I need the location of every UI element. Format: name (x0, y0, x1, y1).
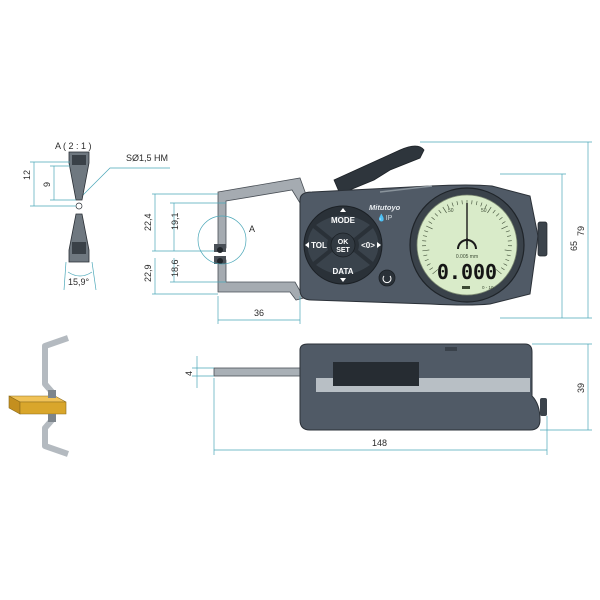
ok-key-label: OK (338, 239, 349, 246)
ok-set-key[interactable] (330, 232, 356, 258)
dial-tick (506, 254, 511, 257)
range-label: 0 - 10 (482, 285, 494, 290)
power-button[interactable] (378, 269, 396, 287)
dim-65-text: 65 (569, 241, 579, 251)
upper-jaw-arm (217, 177, 309, 249)
dial-tick (480, 202, 483, 207)
dial-tick (422, 249, 430, 252)
dim-36-text: 36 (254, 308, 264, 318)
arrow-down-icon (340, 278, 346, 282)
dial-tick (496, 213, 500, 217)
dial-tick (426, 263, 431, 266)
tol-key-label: TOL (311, 241, 327, 250)
dial-tick (434, 213, 438, 217)
lower-anvil-insert (72, 242, 86, 254)
data-key[interactable] (316, 252, 370, 275)
power-icon (382, 275, 392, 284)
tip-spec-label: SØ1,5 HM (126, 153, 168, 163)
zero-key-label: <0> (361, 241, 375, 250)
dim-19-1-text: 19,1 (170, 212, 180, 230)
dial-tick (426, 225, 433, 230)
dial-tick (432, 269, 439, 275)
keypad: MODE DATA TOL <0> OK SET (303, 205, 383, 285)
zero-key[interactable] (358, 228, 379, 262)
detail-callout-label: A (249, 224, 255, 234)
set-key-label: SET (336, 247, 350, 254)
upper-anvil-insert (72, 155, 86, 165)
angle-arc (67, 271, 93, 277)
dial-tick (507, 235, 512, 237)
dial-tick (442, 206, 447, 214)
dial-tick (503, 263, 508, 266)
side-data-button[interactable] (537, 221, 548, 257)
dim-4-text: 4 (184, 371, 194, 376)
dim-148-text: 148 (372, 438, 387, 448)
dial-tick (424, 259, 429, 262)
side-lever (333, 362, 419, 386)
lcd-reading: 0.000 (437, 260, 497, 284)
dim-22-9-text: 22,9 (143, 264, 153, 282)
measuring-illustration (8, 335, 69, 457)
side-view: 4 39 148 (184, 343, 592, 455)
scale-left-label: 50 (448, 208, 454, 214)
side-button-profile (540, 398, 547, 416)
dial-tick (499, 217, 503, 220)
lower-jaw-arm (217, 259, 305, 301)
data-key-label: DATA (332, 267, 353, 276)
side-jaw-bar (213, 367, 311, 377)
dial-tick (431, 217, 435, 220)
lower-anvil-detail (68, 213, 90, 263)
scale-right-label: 50 (481, 208, 487, 214)
dial-tick (451, 202, 454, 207)
dial-tick (447, 204, 450, 209)
dial-tick (487, 206, 492, 214)
dial-tick (505, 230, 510, 233)
dial-tick (423, 254, 428, 257)
workpiece (19, 401, 67, 415)
tip-spec-leader (79, 167, 170, 199)
dial-tick (424, 230, 429, 233)
dial-tick (504, 249, 512, 252)
lift-lever (333, 145, 425, 195)
mode-key[interactable] (316, 215, 370, 239)
dial-tick (456, 201, 459, 206)
battery-icon (462, 286, 470, 289)
dial-tick (422, 235, 427, 237)
dial-tick (484, 204, 487, 209)
angle-text: 15,9° (68, 277, 90, 287)
tip-ball-icon (75, 202, 83, 210)
dial-tick (501, 225, 508, 230)
dial-tick (505, 259, 510, 262)
dial-tick (475, 201, 478, 206)
dial-tick (438, 209, 442, 214)
arrow-right-icon (377, 242, 381, 248)
dial-tick (492, 209, 496, 214)
dial-tick (429, 267, 433, 271)
arrow-up-icon (340, 208, 346, 212)
detail-label: A ( 2 : 1 ) (55, 141, 92, 151)
mode-key-label: MODE (331, 216, 356, 225)
dim-79-text: 79 (576, 226, 586, 236)
dial-tick (501, 221, 506, 224)
arrow-left-icon (305, 242, 309, 248)
dim-12-text: 12 (22, 170, 32, 180)
water-drop-icon: 💧IP (377, 213, 393, 222)
dim-39-text: 39 (576, 383, 586, 393)
dim-9-text: 9 (42, 182, 52, 187)
dial-ticks (422, 200, 512, 275)
front-view: A MODE DATA TOL <0> OK SET (143, 141, 592, 324)
dim-18-6-text: 18,6 (170, 259, 180, 277)
resolution-label: 0.005 mm (456, 254, 478, 260)
dial-tick (501, 267, 505, 271)
brand-logo: Mitutoyo (369, 203, 401, 212)
dim-22-4-text: 22,4 (143, 213, 153, 231)
dial-tick (495, 269, 502, 275)
detail-view-a: A ( 2 : 1 ) SØ1,5 HM 12 9 15,9° (22, 141, 170, 291)
detail-callout-circle (197, 215, 247, 265)
dial-tick (428, 221, 433, 224)
tol-key[interactable] (307, 228, 329, 262)
